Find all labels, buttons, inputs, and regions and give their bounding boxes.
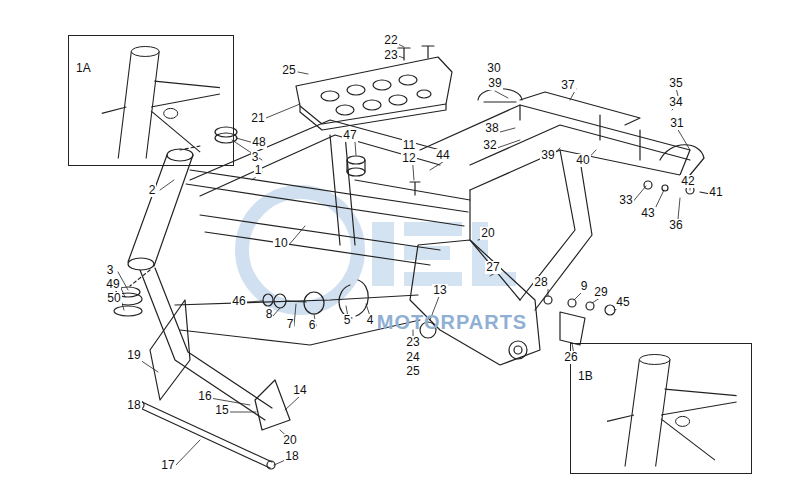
callout-number: 48 <box>251 136 266 149</box>
callout-number: 18 <box>126 399 141 412</box>
callout-number: 35 <box>668 77 683 90</box>
callout-number: 41 <box>708 186 723 199</box>
callout-number: 45 <box>615 296 630 309</box>
callout-number: 28 <box>533 276 548 289</box>
callout-number: 39 <box>487 77 502 90</box>
callout-number: 50 <box>106 292 121 305</box>
watermark-text: MOTORPARTS <box>376 311 528 333</box>
callout-number: 36 <box>668 219 683 232</box>
callout-number: 37 <box>560 79 575 92</box>
callout-number: 25 <box>281 64 296 77</box>
callout-number: 9 <box>580 280 589 293</box>
callout-number: 25 <box>405 365 420 378</box>
callout-number: 39 <box>540 149 555 162</box>
inset-box: 1A <box>68 35 234 166</box>
callout-number: 15 <box>214 404 229 417</box>
watermark-logo <box>242 192 358 308</box>
inset-box: 1B <box>570 343 752 474</box>
callout-number: 14 <box>292 384 307 397</box>
callout-number: 49 <box>105 278 120 291</box>
callout-number: 20 <box>480 227 495 240</box>
callout-number: 34 <box>668 96 683 109</box>
callout-number: 40 <box>575 154 590 167</box>
inset-label: 1A <box>75 62 92 75</box>
callout-number: 26 <box>563 351 578 364</box>
callout-number: 43 <box>640 207 655 220</box>
callout-number: 29 <box>593 286 608 299</box>
watermark-letters <box>372 222 516 286</box>
callout-number: 38 <box>484 122 499 135</box>
inset-drawing <box>69 36 233 165</box>
callout-number: 31 <box>669 117 684 130</box>
callout-number: 12 <box>401 152 416 165</box>
callout-number: 27 <box>485 261 500 274</box>
callout-number: 46 <box>231 295 246 308</box>
callout-number: 16 <box>197 390 212 403</box>
inset-label: 1B <box>577 370 594 383</box>
callout-number: 3 <box>106 264 115 277</box>
callout-number: 8 <box>265 308 274 321</box>
callout-number: 19 <box>126 349 141 362</box>
callout-number: 17 <box>160 459 175 472</box>
callout-number: 7 <box>286 318 295 331</box>
callout-number: 6 <box>308 319 317 332</box>
callout-number: 32 <box>482 139 497 152</box>
callout-number: 22 <box>383 34 398 47</box>
callout-number: 47 <box>342 129 357 142</box>
callout-number: 2 <box>148 184 157 197</box>
callout-number: 44 <box>435 149 450 162</box>
callout-number: 5 <box>343 314 352 327</box>
callout-number: 18 <box>284 450 299 463</box>
callout-number: 11 <box>402 139 416 152</box>
callout-number: 13 <box>432 284 447 297</box>
callout-number: 10 <box>273 237 288 250</box>
callout-number: 1 <box>254 164 263 177</box>
callout-number: 23 <box>383 49 398 62</box>
callout-number: 42 <box>680 175 695 188</box>
callout-number: 4 <box>366 314 375 327</box>
inset-drawing <box>571 344 751 473</box>
callout-number: 21 <box>250 112 265 125</box>
callout-number: 24 <box>405 351 420 364</box>
callout-number: 33 <box>618 194 633 207</box>
callout-number: 30 <box>486 62 501 75</box>
callout-number: 23 <box>405 336 420 349</box>
callout-number: 20 <box>282 434 297 447</box>
callout-number: 3 <box>251 151 260 164</box>
